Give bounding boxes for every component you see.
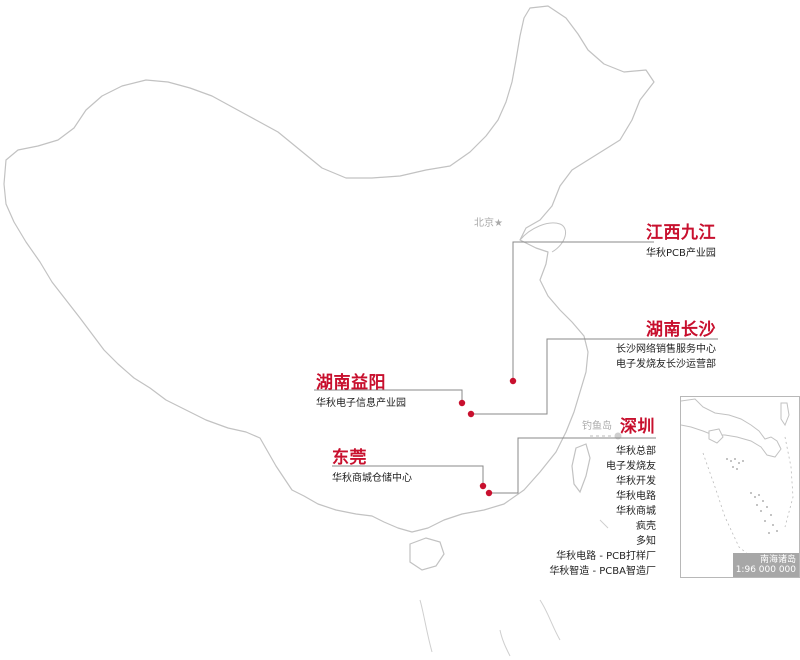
- location-title-jiujiang: 江西九江: [646, 223, 716, 243]
- location-title-changsha: 湖南长沙: [646, 320, 716, 340]
- south-sea-line-1: [419, 599, 433, 653]
- inset-hainan: [708, 428, 724, 444]
- inset-caption: 南海诸岛 1:96 000 000: [732, 553, 799, 577]
- south-sea-line-3: [539, 599, 561, 641]
- hainan-island: [409, 537, 445, 571]
- inset-taiwan: [780, 402, 790, 427]
- south-sea-line-2: [499, 629, 511, 657]
- location-line-yiyang: 华秋电子信息产业园: [316, 398, 406, 409]
- inset-dashed-boundary: [702, 436, 794, 564]
- location-title-shenzhen: 深圳: [620, 417, 655, 437]
- dot-shenzhen: [485, 489, 493, 497]
- location-line-shenzhen-4: 华秋电路: [616, 491, 656, 502]
- location-line-dongguan: 华秋商城仓储中心: [332, 473, 412, 484]
- inset-map: [681, 398, 794, 564]
- capital-label: 北京★: [474, 218, 503, 229]
- dot-dongguan: [479, 482, 487, 490]
- location-line-shenzhen-8: 华秋电路 - PCB打样厂: [556, 551, 656, 562]
- leader-lines: [314, 241, 718, 494]
- leader-yiyang: [314, 389, 463, 403]
- location-line-jiujiang: 华秋PCB产业园: [646, 248, 716, 259]
- location-title-dongguan: 东莞: [332, 448, 367, 468]
- location-line-shenzhen-3: 华秋开发: [616, 476, 656, 487]
- inset-scale: 1:96 000 000: [735, 565, 796, 575]
- location-line-changsha-1: 长沙网络销售服务中心: [616, 344, 716, 355]
- leader-dongguan: [332, 465, 484, 486]
- leader-shenzhen: [489, 437, 656, 494]
- dot-jiujiang: [509, 377, 517, 385]
- bohai-coast: [519, 222, 567, 253]
- location-line-shenzhen-5: 华秋商城: [616, 506, 656, 517]
- location-line-shenzhen-2: 电子发烧友: [606, 461, 656, 472]
- south-sea-inset: 南海诸岛 1:96 000 000: [680, 396, 800, 578]
- dot-yiyang: [458, 399, 466, 407]
- inset-coast: [681, 398, 782, 458]
- islands-label: 钓鱼岛: [582, 421, 612, 432]
- inset-title: 南海诸岛: [759, 555, 796, 565]
- china-border: [3, 5, 655, 533]
- south-sea-line-4: [599, 519, 609, 529]
- inset-islands: [726, 458, 778, 534]
- dot-changsha: [467, 410, 475, 418]
- taiwan-island: [571, 443, 591, 494]
- location-line-shenzhen-6: 疯壳: [636, 521, 656, 532]
- location-title-yiyang: 湖南益阳: [316, 373, 386, 393]
- leader-jiujiang: [512, 241, 654, 381]
- location-line-changsha-2: 电子发烧友长沙运营部: [616, 359, 716, 370]
- location-line-shenzhen-7: 多知: [636, 536, 656, 547]
- location-line-shenzhen-9: 华秋智造 - PCBA智造厂: [549, 566, 656, 577]
- leader-changsha: [471, 338, 718, 415]
- location-line-shenzhen-1: 华秋总部: [616, 446, 656, 457]
